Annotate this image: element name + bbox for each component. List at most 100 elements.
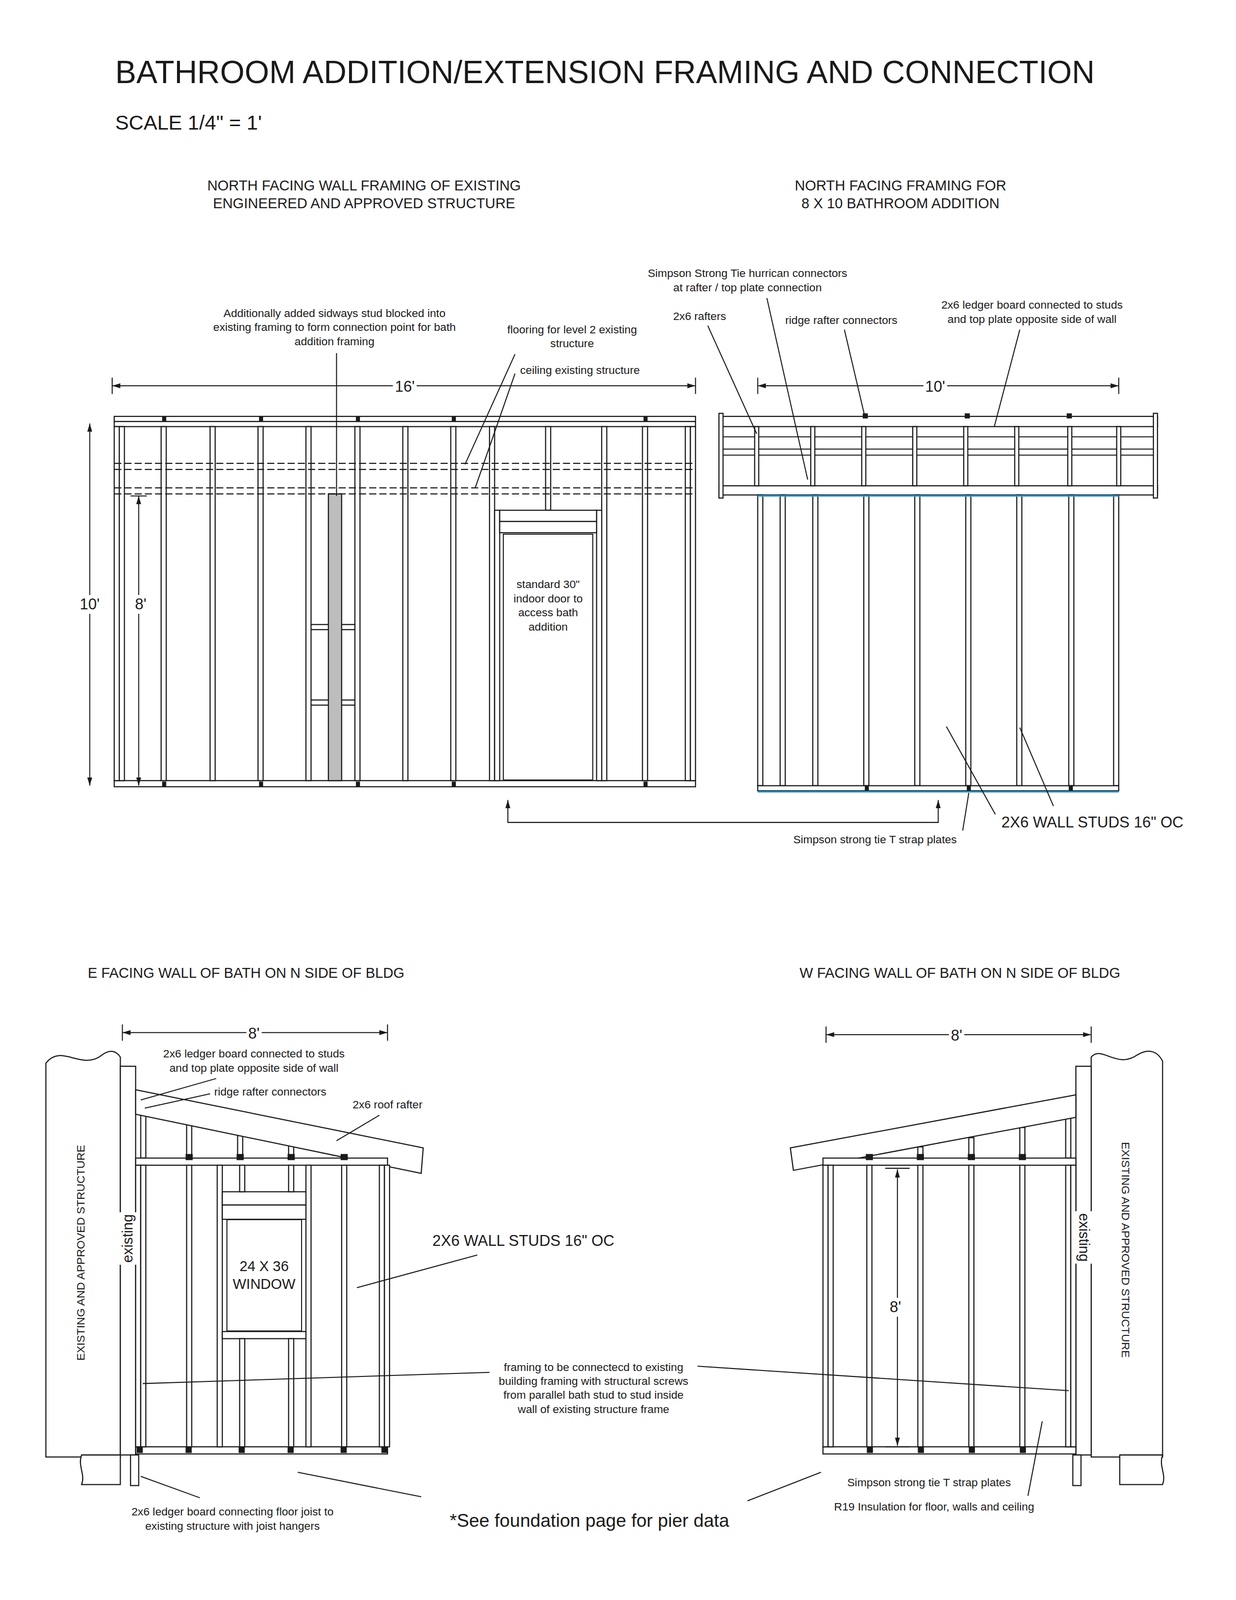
addition-north-framing [965, 494, 971, 786]
addition-north-framing [718, 436, 1158, 438]
existing-wall-framing [162, 416, 167, 422]
leader-line [140, 1078, 217, 1100]
leader-line [356, 1254, 478, 1287]
structure-label: existing [1075, 1210, 1094, 1264]
dimension-line [1118, 377, 1120, 395]
east-wall-framing [186, 1123, 192, 1158]
addition-north-framing [718, 413, 723, 498]
east-wall-framing [217, 1164, 222, 1447]
callout-note: 2x6 ledger board connecting floor joist … [123, 1503, 343, 1533]
west-wall-framing [1070, 1164, 1076, 1447]
existing-wall-framing [162, 781, 167, 787]
addition-north-framing [1067, 426, 1072, 486]
dimension-line [825, 1025, 827, 1043]
east-wall-framing [288, 1164, 294, 1192]
west-wall-framing [1065, 1164, 1071, 1447]
callout-note: ceiling existing structure [520, 362, 640, 377]
view-heading: E FACING WALL OF BATH ON N SIDE OF BLDG [87, 963, 405, 982]
callout-note: 2x6 roof rafter [352, 1097, 423, 1111]
existing-wall-framing [114, 462, 696, 464]
west-wall-framing [823, 1446, 1077, 1454]
addition-north-framing [718, 485, 1158, 495]
existing-wall-framing [210, 426, 216, 781]
west-wall-framing [917, 1446, 924, 1453]
east-wall-framing [341, 1164, 347, 1447]
structure-label: existing [118, 1211, 137, 1265]
node-text: 24 X 36 WINDOW [230, 1256, 298, 1293]
east-wall-framing [306, 1164, 311, 1447]
east-wall-framing [135, 1089, 424, 1173]
reference-note: *See foundation page for pier data [449, 1508, 730, 1532]
west-wall-framing [916, 1153, 924, 1160]
structure-label: EXISTING AND APPROVED STRUCTURE [1118, 1141, 1133, 1358]
dimension-line [884, 1445, 910, 1447]
addition-north-framing [966, 785, 971, 791]
existing-wall-framing [114, 416, 696, 422]
existing-wall-framing [643, 416, 648, 422]
dimension-label: 8' [887, 1297, 903, 1317]
scale-note: SCALE 1/4" = 1' [115, 110, 263, 136]
dimension-label: 10' [923, 377, 948, 397]
west-wall-framing [1119, 1454, 1164, 1485]
callout-note: Additionally added sidways stud blocked … [208, 306, 462, 349]
dimension-line [137, 495, 139, 786]
west-wall-framing [828, 1164, 834, 1447]
existing-wall-framing [690, 426, 696, 781]
west-wall-framing [865, 1153, 873, 1160]
callout-note: 2X6 WALL STUDS 16" OC [432, 1231, 615, 1251]
leader-line [336, 353, 338, 496]
east-wall-framing [140, 1113, 146, 1158]
leader-line [475, 373, 515, 488]
existing-wall-framing [259, 781, 264, 787]
addition-north-framing [810, 426, 815, 486]
addition-north-framing [862, 413, 868, 419]
east-wall-framing [130, 1454, 139, 1486]
leader-line [1019, 727, 1054, 806]
east-wall-framing [186, 1164, 192, 1447]
east-wall-framing [236, 1153, 244, 1160]
leader-line [844, 329, 865, 417]
callout-note: Simpson strong tie T strap plates [847, 1474, 1012, 1489]
existing-wall-framing [328, 493, 342, 781]
west-wall-framing [866, 1164, 872, 1447]
existing-wall-framing [685, 426, 691, 781]
addition-north-framing [754, 426, 759, 486]
addition-north-framing [1066, 413, 1072, 419]
addition-north-framing [718, 416, 1158, 427]
west-wall-framing [1065, 1117, 1071, 1158]
dimension-line [884, 1167, 910, 1169]
dimension-line [387, 1023, 389, 1041]
addition-north-framing [812, 494, 818, 786]
east-wall-framing [135, 1157, 388, 1165]
connection-arrow [507, 799, 938, 823]
view-heading: W FACING WALL OF BATH ON N SIDE OF BLDG [799, 963, 1121, 982]
dimension-line [1090, 1025, 1092, 1043]
existing-wall-framing [259, 416, 264, 422]
existing-wall-framing [114, 493, 696, 495]
existing-wall-framing [114, 780, 696, 787]
east-wall-framing [287, 1153, 295, 1160]
callout-note: framing to be connectecd to existing bui… [495, 1359, 692, 1416]
east-wall-framing [381, 1446, 388, 1453]
leader-line [140, 1475, 201, 1498]
east-wall-framing [379, 1164, 385, 1447]
east-wall-framing [340, 1446, 347, 1453]
existing-wall-framing [355, 781, 360, 787]
west-wall-framing [790, 1094, 1077, 1171]
addition-north-framing [718, 454, 1158, 456]
existing-wall-framing [494, 510, 500, 781]
leader-line [140, 298, 1069, 1501]
leader-line [747, 1471, 822, 1501]
west-wall-framing [968, 1153, 975, 1160]
existing-wall-framing [596, 510, 602, 781]
leader-line [336, 1114, 380, 1141]
leader-line [707, 325, 757, 434]
existing-wall-framing [601, 426, 607, 781]
east-wall-framing [222, 1330, 307, 1338]
addition-north-framing [718, 448, 1158, 450]
west-wall-framing [969, 1164, 974, 1447]
existing-wall-framing [114, 421, 696, 427]
addition-north-framing [757, 494, 1119, 497]
callout-note: ridge rafter connectors [214, 1084, 327, 1099]
